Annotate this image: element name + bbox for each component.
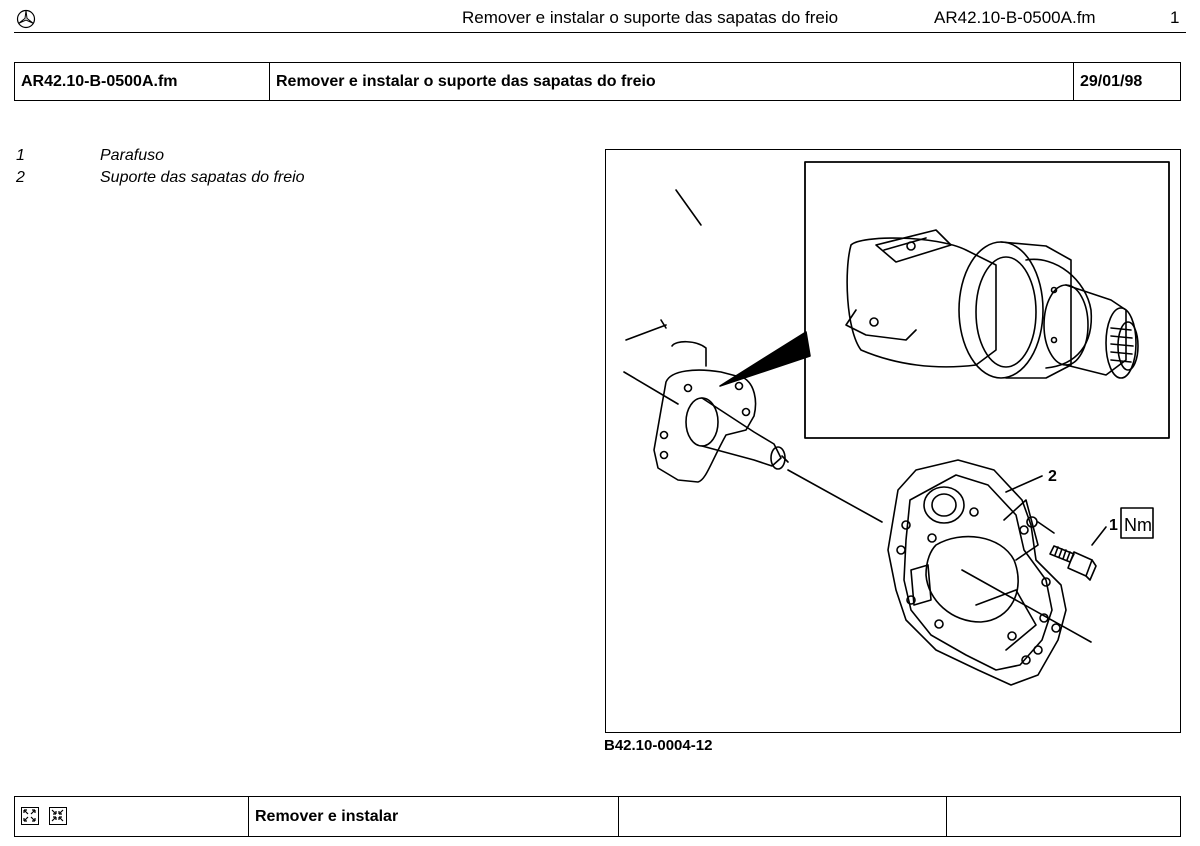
legend-number: 2 <box>16 169 25 186</box>
footer-section-cell: Remover e instalar <box>248 796 619 837</box>
torque-label: Nm <box>1124 515 1152 535</box>
legend-number: 1 <box>16 147 25 164</box>
doc-code-cell: AR42.10-B-0500A.fm <box>14 62 270 101</box>
legend-item: 1 Parafuso <box>16 145 305 167</box>
mercedes-star-icon <box>16 9 36 29</box>
detail-inset <box>804 161 1170 439</box>
page-number: 1 <box>1170 8 1180 27</box>
header-title: Remover e instalar o suporte das sapatas… <box>462 8 839 27</box>
footer-empty-cell <box>618 796 947 837</box>
header-rule <box>14 32 1186 33</box>
footer-empty-cell <box>946 796 1181 837</box>
header-doc-code: AR42.10-B-0500A.fm <box>934 8 1096 27</box>
torque-box <box>1120 507 1154 539</box>
page-header: Remover e instalar o suporte das sapatas… <box>0 0 1200 36</box>
legend-label: Parafuso <box>100 147 165 164</box>
doc-title-cell: Remover e instalar o suporte das sapatas… <box>269 62 1074 101</box>
document-info-table: AR42.10-B-0500A.fm Remover e instalar o … <box>14 62 1181 101</box>
footer-icons-cell <box>14 796 249 837</box>
footer-table: Remover e instalar <box>14 796 1181 837</box>
arrows-in-icon <box>49 807 68 826</box>
technical-illustration: 2 1 Nm <box>605 149 1181 733</box>
callout-2: 2 <box>1048 468 1057 485</box>
exploded-view-drawing: 2 1 Nm <box>623 161 1170 686</box>
legend-list: 1 Parafuso 2 Suporte das sapatas do frei… <box>16 145 305 189</box>
legend-item: 2 Suporte das sapatas do freio <box>16 167 305 189</box>
arrows-out-icon <box>21 807 39 826</box>
doc-date-cell: 29/01/98 <box>1073 62 1181 101</box>
legend-label: Suporte das sapatas do freio <box>100 169 305 186</box>
figure-caption: B42.10-0004-12 <box>604 737 713 754</box>
callout-1: 1 <box>1109 517 1118 534</box>
